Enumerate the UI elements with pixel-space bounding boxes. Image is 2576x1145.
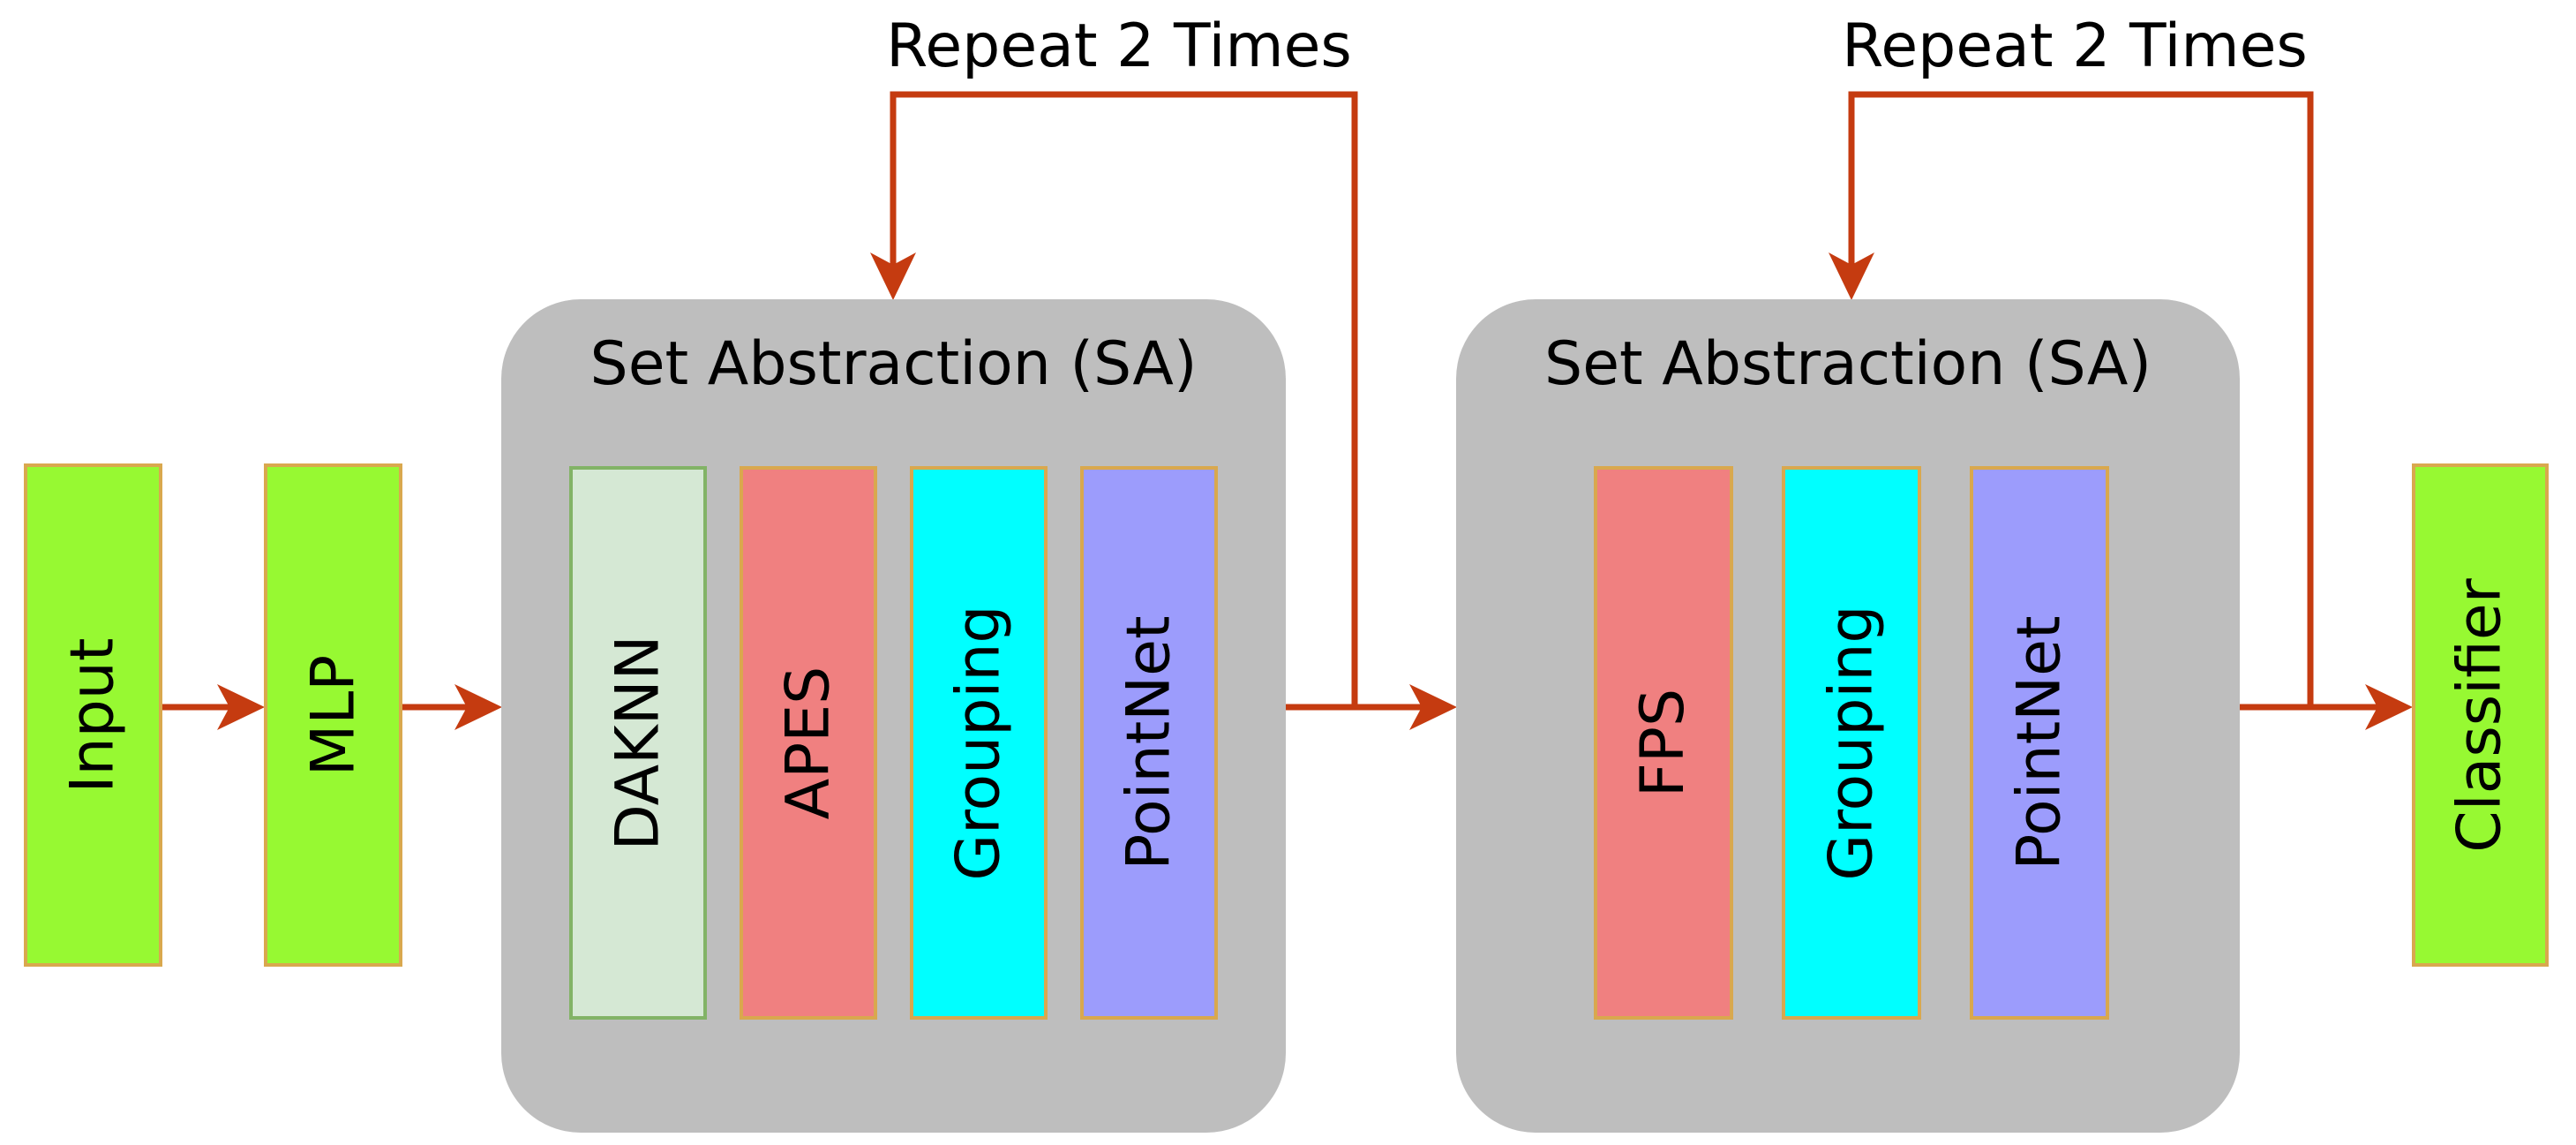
classifier-label: Classifier bbox=[2445, 577, 2516, 853]
arrowhead-loop2-into-sa2-top bbox=[1829, 252, 1874, 300]
sa1-pointnet-box: PointNet bbox=[1080, 466, 1218, 1020]
arrowhead-into-classifier bbox=[2365, 684, 2413, 730]
mlp-box: MLP bbox=[264, 463, 402, 967]
fps-box: FPS bbox=[1594, 466, 1733, 1020]
mlp-label: MLP bbox=[298, 654, 368, 776]
classifier-box: Classifier bbox=[2412, 463, 2549, 967]
arrowhead-into-sa1 bbox=[454, 684, 502, 730]
apes-label: APES bbox=[773, 666, 844, 820]
repeat-label-1: Repeat 2 Times bbox=[886, 11, 1352, 81]
arrowhead-loop1-into-sa1-top bbox=[870, 252, 916, 300]
daknn-label: DAKNN bbox=[603, 635, 673, 851]
sa1-pointnet-label: PointNet bbox=[1114, 615, 1184, 870]
sa1-grouping-box: Grouping bbox=[910, 466, 1048, 1020]
sa2-grouping-box: Grouping bbox=[1782, 466, 1921, 1020]
sa2-pointnet-label: PointNet bbox=[2004, 615, 2075, 870]
arrowhead-into-mlp bbox=[217, 684, 265, 730]
sa1-title: Set Abstraction (SA) bbox=[590, 329, 1198, 399]
apes-box: APES bbox=[740, 466, 877, 1020]
fps-label: FPS bbox=[1628, 688, 1699, 798]
sa2-pointnet-box: PointNet bbox=[1970, 466, 2109, 1020]
repeat-label-2: Repeat 2 Times bbox=[1842, 11, 2308, 81]
sa2-grouping-label: Grouping bbox=[1816, 605, 1887, 881]
input-box: Input bbox=[24, 463, 162, 967]
sa1-grouping-label: Grouping bbox=[943, 605, 1014, 881]
input-label: Input bbox=[58, 637, 129, 794]
set-abstraction-block-2: Set Abstraction (SA) FPS Grouping PointN… bbox=[1456, 299, 2240, 1133]
arrowhead-into-sa2 bbox=[1409, 684, 1457, 730]
sa2-title: Set Abstraction (SA) bbox=[1544, 329, 2152, 399]
daknn-box: DAKNN bbox=[569, 466, 707, 1020]
set-abstraction-block-1: Set Abstraction (SA) DAKNN APES Grouping… bbox=[501, 299, 1286, 1133]
